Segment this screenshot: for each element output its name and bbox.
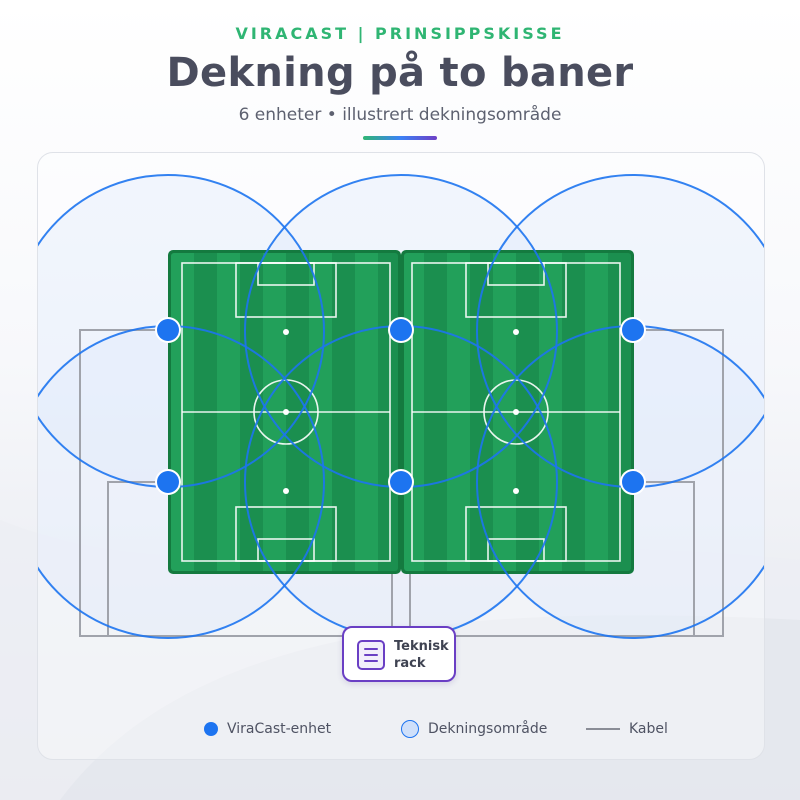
device-dot-icon: [204, 722, 218, 736]
page-subtitle: 6 enheter • illustrert dekningsområde: [238, 105, 562, 125]
legend-cable: Kabel: [586, 718, 668, 740]
viracast-device: [388, 469, 414, 495]
coverage-ring-icon: [401, 720, 419, 738]
legend-device: ViraCast-enhet: [204, 718, 331, 740]
cable-line-icon: [586, 728, 620, 730]
server-rack-icon: [357, 640, 385, 670]
legend-cable-label: Kabel: [629, 721, 668, 737]
rack-label-line1: Teknisk: [394, 639, 449, 654]
viracast-device: [388, 317, 414, 343]
pitch-left: [168, 250, 401, 574]
viracast-device: [155, 469, 181, 495]
diagram-panel: [37, 152, 765, 760]
legend-coverage: Dekningsområde: [401, 718, 547, 740]
title-accent-line: [363, 136, 437, 140]
legend-coverage-label: Dekningsområde: [428, 721, 548, 737]
kicker-text: VIRACAST | PRINSIPPSKISSE: [235, 24, 565, 43]
technical-rack: Teknisk rack: [342, 626, 456, 682]
viracast-device: [620, 317, 646, 343]
viracast-device: [155, 317, 181, 343]
legend-device-label: ViraCast-enhet: [227, 721, 332, 737]
rack-label-line2: rack: [394, 656, 426, 671]
pitch-right: [401, 250, 634, 574]
page-title: Dekning på to baner: [166, 50, 634, 96]
rack-label: Teknisk rack: [394, 638, 454, 672]
viracast-device: [620, 469, 646, 495]
viracast-devices: [155, 317, 646, 495]
